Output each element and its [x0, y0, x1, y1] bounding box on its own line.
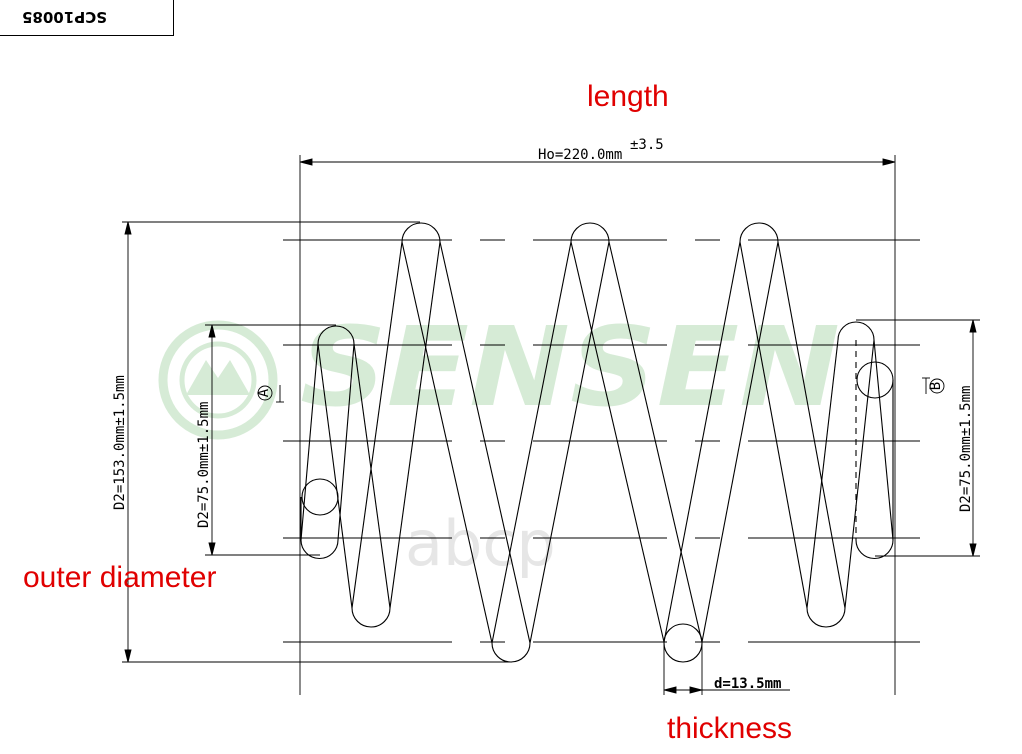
thickness-annotation: thickness [667, 712, 793, 745]
wire-thickness-text: d=13.5mm [714, 676, 781, 692]
end-diameter-a-text: D2=75.0mm±1.5mm [196, 402, 212, 528]
sensen-watermark: SENSEN [158, 303, 840, 440]
datum-b-symbol: B [928, 378, 945, 394]
outer-diameter-annotation: outer diameter [23, 561, 217, 594]
svg-text:B: B [928, 382, 944, 390]
guide-lines [283, 239, 920, 643]
datum-a-symbol: A [256, 385, 273, 401]
dimension-lines [122, 155, 980, 695]
part-number: SCP10085 [22, 8, 107, 26]
end-diameter-b-text: D2=75.0mm±1.5mm [958, 386, 974, 512]
length-annotation: length [587, 80, 669, 113]
wire-section-left [301, 478, 339, 516]
svg-text:A: A [256, 388, 272, 397]
wire-section-right [856, 361, 894, 399]
abcp-watermark: abcp [405, 507, 556, 580]
spring-coils [300, 222, 894, 663]
free-length-tolerance: ±3.5 [630, 137, 664, 153]
part-number-box: SCP10085 [0, 0, 174, 36]
wire-section-bottom [663, 623, 703, 663]
sensen-brand-text: SENSEN [300, 303, 840, 431]
outer-diameter-text: D2=153.0mm±1.5mm [112, 375, 128, 510]
free-length-text: Ho=220.0mm [538, 147, 622, 163]
